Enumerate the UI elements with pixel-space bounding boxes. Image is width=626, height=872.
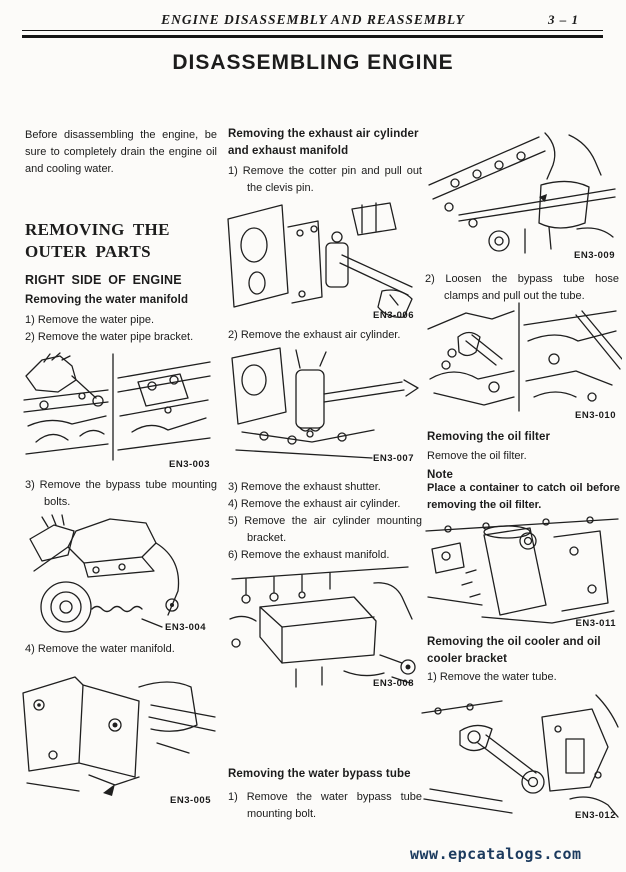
intro-paragraph: Before disassembling the engine, be sure… [25,129,217,176]
step-item: 2) Remove the water pipe bracket. [25,331,194,344]
text-remove-oil-filter: Remove the oil filter. [427,450,527,462]
header-rule-thin [22,30,603,32]
figure-en3-011: EN3-011 [424,509,622,631]
step-item: 5) Remove the air cylinder mounting brac… [228,515,422,545]
figure-label: EN3-004 [165,622,206,633]
step-remove-water-manifold: 4) Remove the water manifold. [25,643,175,655]
engine-line-drawing [427,302,622,412]
figure-label: EN3-011 [575,618,616,629]
figure-en3-012: EN3-012 [420,687,622,823]
step-cotter-pin: 1) Remove the cotter pin and pull out th… [228,165,422,195]
step-item: 1) Remove the water pipe. [25,314,155,326]
step-item: 6) Remove the exhaust manifold. [228,549,390,562]
figure-label: EN3-003 [169,459,210,470]
figure-en3-004: EN3-004 [22,511,212,635]
page-title: DISASSEMBLING ENGINE [172,51,454,74]
figure-label: EN3-010 [575,410,616,421]
heading-removing-oil-filter: Removing the oil filter [427,431,551,443]
figure-label: EN3-005 [170,795,211,806]
figure-label: EN3-008 [373,678,414,689]
step-loosen-hose-clamps: 2) Loosen the bypass tube hose clamps an… [425,273,619,303]
step-remove-water-tube: 1) Remove the water tube. [427,671,557,683]
running-header-title: ENGINE DISASSEMBLY AND REASSEMBLY [161,12,465,27]
engine-line-drawing [22,676,216,796]
engine-line-drawing [231,347,419,459]
engine-line-drawing [425,516,619,624]
figure-en3-005: EN3-005 [17,663,217,808]
figure-en3-007: EN3-007 [224,344,420,466]
heading-removing-exhaust-air-cylinder: Removing the exhaust air cylinder and ex… [228,128,419,158]
exhaust-steps-list: 3) Remove the exhaust shutter. 4) Remove… [228,479,422,564]
engine-line-drawing [227,202,413,318]
figure-label: EN3-012 [575,810,616,821]
note-label: Note [427,469,453,481]
figure-en3-006: EN3-006 [224,197,420,323]
subsection-heading-right-side: RIGHT SIDE OF ENGINE [25,273,182,287]
engine-line-drawing [421,694,619,818]
step-item: 4) Remove the exhaust air cylinder. [228,498,401,511]
step-bypass-mounting-bolt: 1) Remove the water bypass tube mounting… [228,791,422,821]
step-remove-exhaust-air-cylinder: 2) Remove the exhaust air cylinder. [228,329,401,341]
section-heading-removing-outer-parts: REMOVING THE OUTER PARTS [25,220,170,262]
figure-en3-003: EN3-003 [20,350,216,472]
engine-line-drawing [29,514,180,633]
water-manifold-steps: 1) Remove the water pipe. 2) Remove the … [25,312,220,346]
heading-removing-water-bypass-tube: Removing the water bypass tube [228,768,411,780]
figure-label: EN3-007 [373,453,414,464]
heading-removing-oil-cooler: Removing the oil cooler and oil cooler b… [427,636,601,666]
engine-line-drawing [23,352,211,461]
step-item: 3) Remove the exhaust shutter. [228,481,381,493]
heading-removing-water-manifold: Removing the water manifold [25,294,189,306]
figure-en3-008: EN3-008 [224,561,420,691]
note-text: Place a container to catch oil before re… [427,482,620,512]
page-number: 3 – 1 [548,12,579,27]
figure-label: EN3-006 [373,310,414,321]
engine-line-drawing [229,566,416,688]
figure-label: EN3-009 [574,250,615,261]
header-rule-thick [22,35,603,39]
watermark-url-link[interactable]: www.epcatalogs.com [410,845,582,863]
figure-en3-009: EN3-009 [427,127,621,263]
step-bypass-tube-bolts: 3) Remove the bypass tube mounting bolts… [25,479,217,509]
figure-en3-010: EN3-010 [424,299,622,423]
engine-line-drawing [428,132,616,254]
